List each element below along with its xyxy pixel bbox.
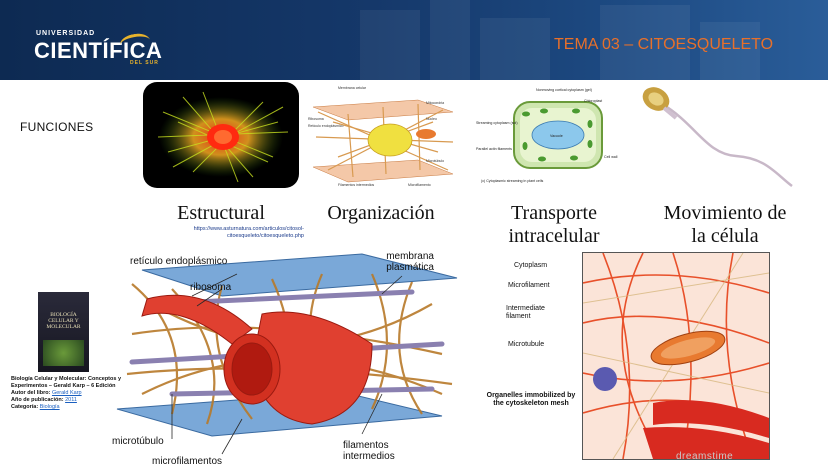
tr-label-gel: Nonmoving cortical cytoplasm (gel) [536, 88, 592, 92]
org-label-reticulo: Retículo endoplásmico [308, 124, 343, 128]
org-label-ribosoma: Ribosoma [308, 117, 324, 121]
book-author-label: Autor del libro: [11, 390, 51, 396]
university-logo: CIENTÍFICA [34, 38, 163, 63]
book-year-row: Año de publicación: 2011 [11, 397, 136, 404]
org-label-nucleo: Núcleo [426, 117, 437, 121]
tr-label-cellwall: Cell wall [604, 155, 618, 159]
book-author-link[interactable]: Gerald Karp [51, 390, 82, 396]
image-estructural [143, 82, 299, 188]
org-label-microfilamento: Microfilamento [408, 183, 431, 187]
caption-organizacion: Organización [327, 202, 435, 224]
logo-sub-text: DEL SUR [130, 60, 159, 66]
book-cover-image [43, 340, 84, 366]
watermark: dreamstime [676, 451, 734, 462]
caption-estructural: Estructural [177, 202, 265, 224]
org-label-mitocondria: Mitocondria [426, 101, 444, 105]
section-label: FUNCIONES [20, 120, 94, 134]
book-info: Biología Celular y Molecular: Conceptos … [11, 376, 136, 411]
label-reticulo: retículo endoplásmico [130, 256, 228, 267]
book-cover: BIOLOGÍA CELULAR Y MOLECULAR [38, 292, 89, 372]
book-year-link[interactable]: 2011 [65, 397, 77, 403]
tr-caption: (c) Cytoplasmic streaming in plant cells [481, 179, 544, 183]
header-banner: UNIVERSIDAD CIENTÍFICA DEL SUR TEMA 03 –… [0, 0, 828, 80]
book-cover-title: BIOLOGÍA CELULAR Y MOLECULAR [46, 312, 81, 330]
tr-label-actin: Parallel actin filaments [476, 147, 512, 151]
source-link[interactable]: https://www.asturnatura.com/articulos/ci… [193, 226, 304, 239]
org-label-membrana: Membrana celular [338, 86, 367, 90]
page-title: TEMA 03 – CITOESQUELETO [554, 36, 774, 53]
label-organelles: Organelles immobilized by the cytoskelet… [486, 392, 576, 407]
diagram-cytoskeleton-3d [112, 244, 472, 466]
caption-movimiento: Movimiento de la célula [663, 202, 787, 247]
label-membrana: membrana plasmática [386, 251, 434, 273]
tr-label-streaming: Streaming cytoplasm (sol) [476, 121, 518, 125]
label-cytoplasm: Cytoplasm [514, 262, 548, 269]
book-author-row: Autor del libro: Gerald Karp [11, 390, 136, 397]
caption-transporte: Transporte intracelular [508, 202, 600, 247]
book-category-link[interactable]: Biología [39, 404, 60, 410]
book-category-row: Categoría: Biología [11, 404, 136, 411]
book-category-label: Categoría: [11, 404, 39, 410]
org-label-microtubulo: Microtúbulo [426, 159, 444, 163]
image-transporte: Nonmoving cortical cytoplasm (gel) Chlor… [476, 84, 626, 188]
book-info-title: Biología Celular y Molecular: Conceptos … [11, 376, 122, 389]
label-microtubulo: microtúbulo [112, 436, 164, 447]
tr-label-chloroplast: Chloroplast [584, 99, 602, 103]
image-movimiento [636, 84, 794, 188]
label-filamentos: filamentos intermedios [343, 440, 395, 462]
tr-label-vacuole: Vacuole [550, 134, 563, 138]
image-organizacion: Membrana celular Ribosoma Retículo endop… [308, 82, 458, 190]
logo-top-text: UNIVERSIDAD [36, 30, 96, 37]
label-microfilament: Microfilament [508, 282, 550, 289]
book-year-label: Año de publicación: [11, 397, 64, 403]
label-intermediate: Intermediate filament [506, 305, 545, 320]
org-label-filamentos: Filamentos intermedios [338, 183, 374, 187]
diagram-cytoskeleton-mesh [582, 252, 770, 460]
label-microfilamentos: microfilamentos [152, 456, 223, 467]
label-ribosoma: ribosoma [190, 282, 232, 293]
label-microtubule: Microtubule [508, 341, 545, 348]
